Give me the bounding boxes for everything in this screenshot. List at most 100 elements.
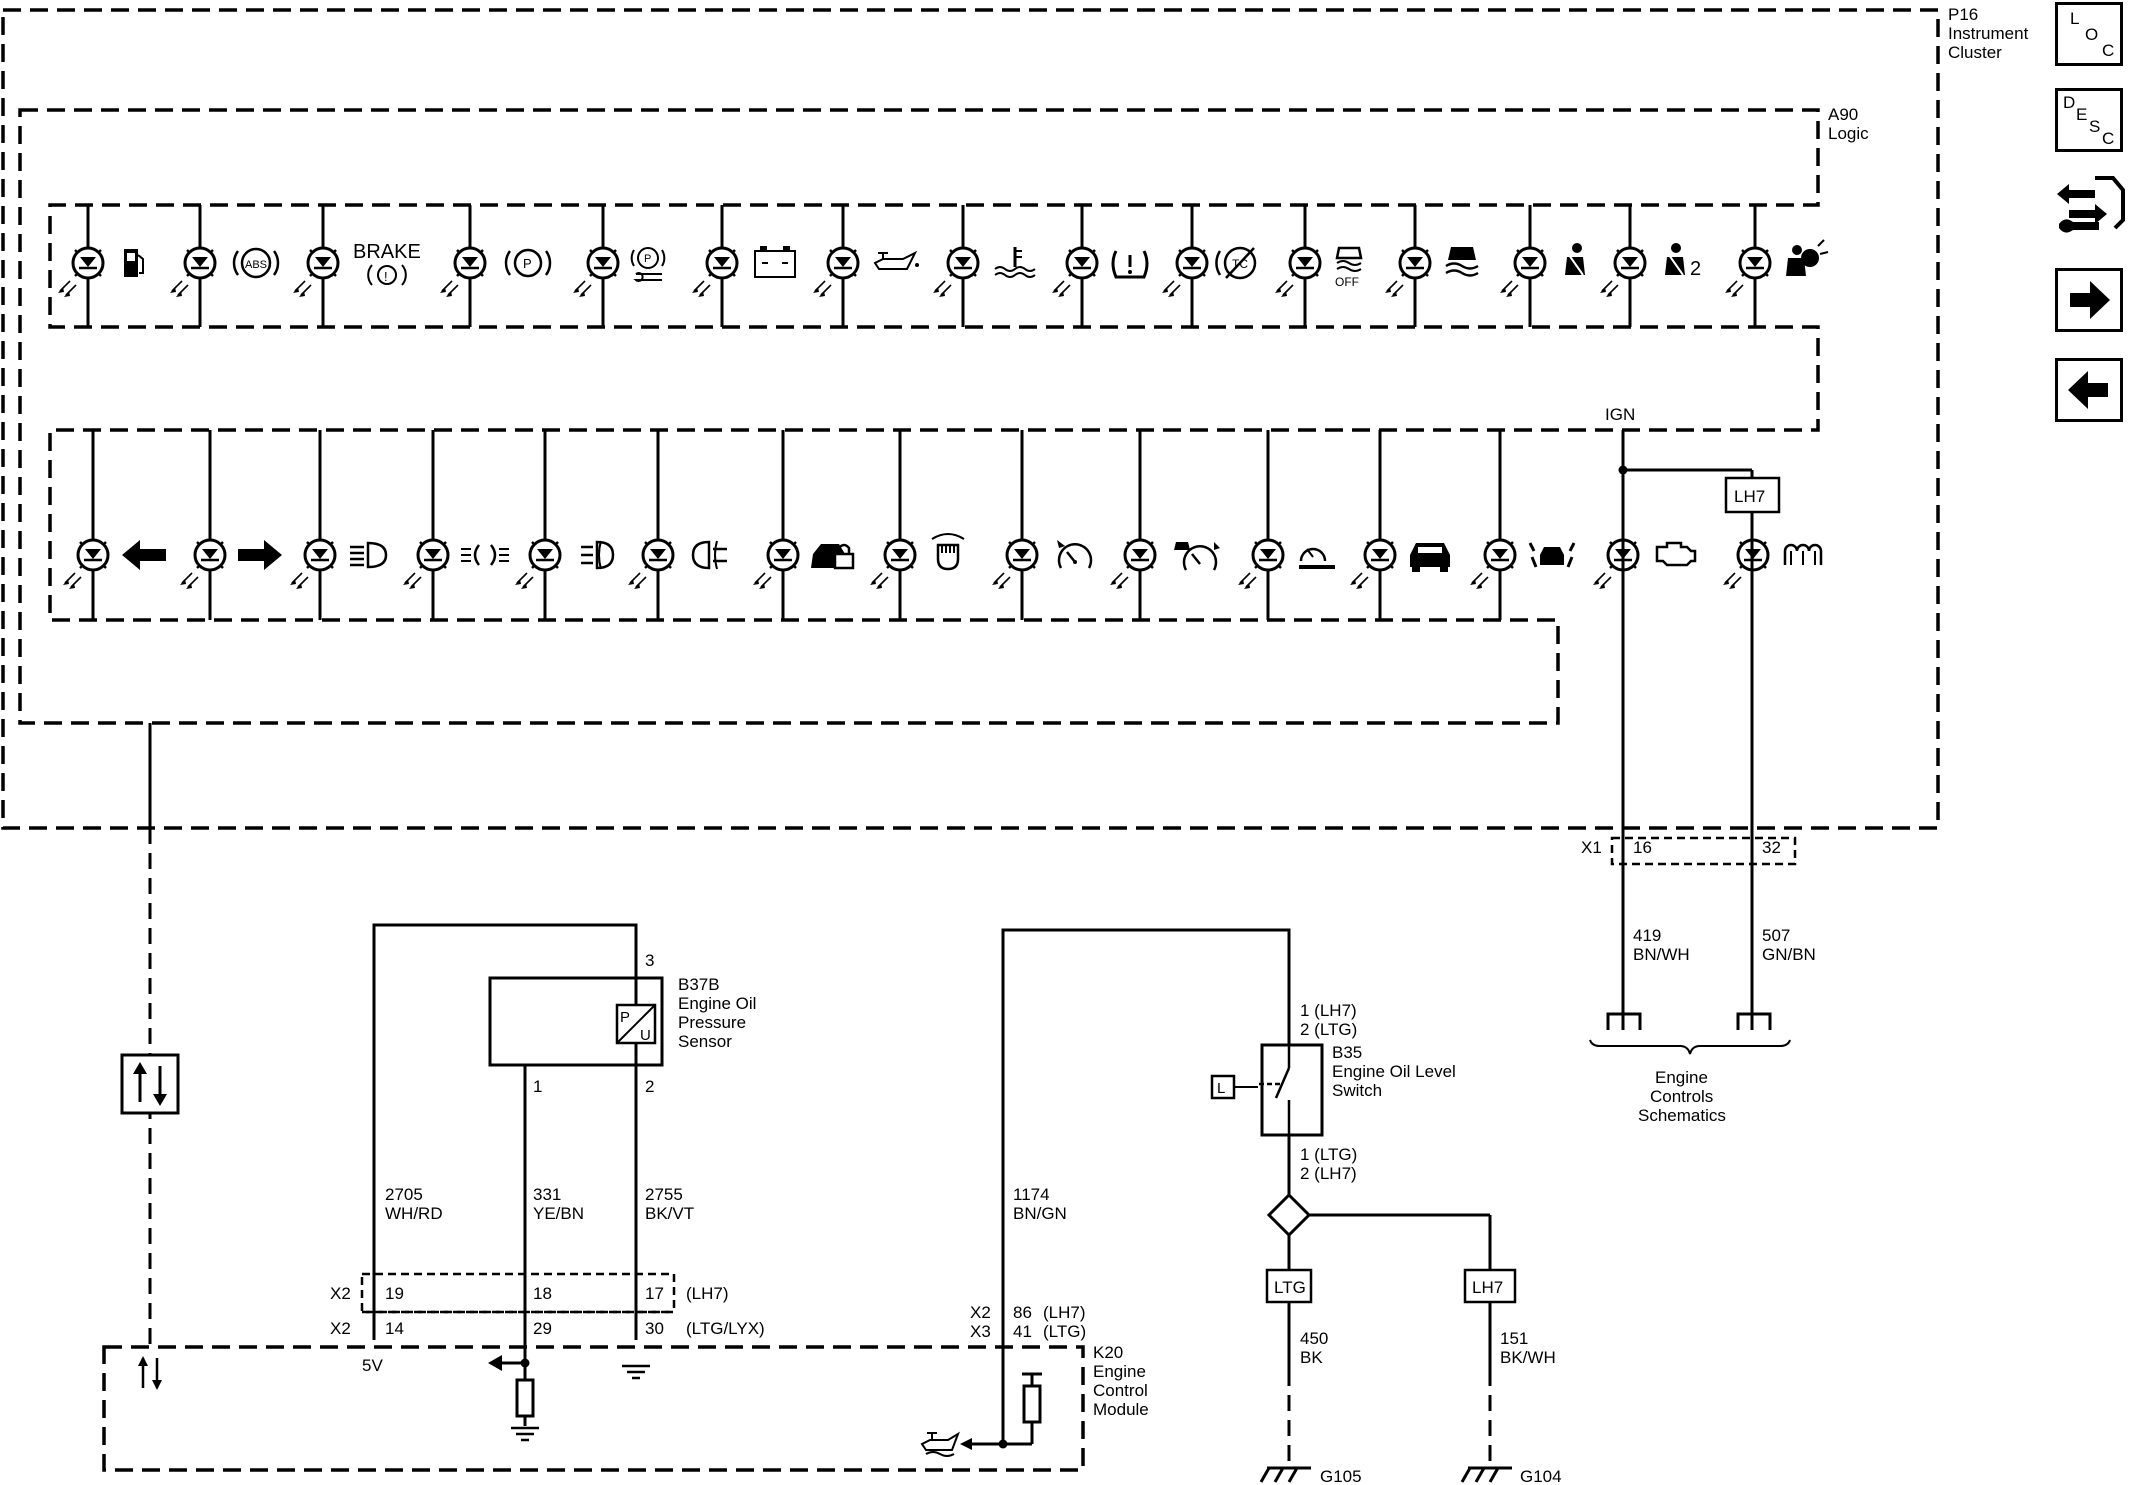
k20-x3-variant: (LTG) [1043,1322,1086,1341]
p16-name-line1: Instrument [1948,24,2029,43]
svg-text:TC: TC [1232,257,1248,271]
seatbelt-icon [1565,243,1585,276]
k20-name-line2: Control [1093,1381,1148,1400]
wire-419-circuit: 419 [1633,926,1661,945]
parking-lamp-icon [461,544,509,566]
b37b-name-line2: Pressure [678,1013,746,1032]
x2-top-variant: (LH7) [686,1284,729,1303]
location-button[interactable]: L O C [2055,2,2123,66]
a90-name: Logic [1828,124,1869,143]
rear-fog-icon [691,540,727,570]
svg-text:P: P [644,253,651,265]
lh7-ground-label: LH7 [1472,1278,1503,1297]
k20-ecm-frame [102,1345,1085,1472]
g104-ground-icon [1460,1466,1514,1484]
wire-507-circuit: 507 [1762,926,1790,945]
wire-1174-circuit: 1174 [1013,1185,1050,1204]
k20-x2-variant: (LH7) [1043,1303,1086,1322]
five-v-label: 5V [362,1356,383,1375]
previous-page-button[interactable] [2055,358,2123,422]
next-page-button[interactable] [2055,268,2123,332]
wire-419-color: BN/WH [1633,945,1690,964]
sensor-ground [509,1426,541,1442]
x2-bot-pin-29: 29 [533,1319,552,1338]
b35-name-line2: Switch [1332,1081,1382,1100]
k20-x2-pin: 86 [1013,1303,1032,1322]
engine-controls-line3: Schematics [1638,1106,1726,1125]
traction-off-label: OFF [1335,275,1359,289]
speed-limiter-icon [1299,547,1335,569]
svg-text:P: P [523,256,532,271]
x2-connector [360,1272,676,1314]
k20-serial-data-icon [138,1356,162,1390]
x1-label: X1 [1581,838,1602,857]
oil-level-icon [920,1431,960,1457]
b35-id: B35 [1332,1043,1362,1062]
fuel-icon [124,249,144,277]
wire-450-color: BK [1300,1348,1323,1367]
stability-icon [1445,247,1479,277]
connector-view-button[interactable] [2055,170,2125,240]
seatbelt-two-label: 2 [1690,258,1701,280]
oil-pressure-icon [873,250,919,270]
b37b-id: B37B [678,975,720,994]
lh7-ground-box [1463,1268,1517,1304]
b37b-name-line1: Engine Oil [678,994,756,1013]
x2-bot-variant: (LTG/LYX) [686,1319,765,1338]
g105-label: G105 [1320,1467,1362,1485]
b35-pin-bot-1: 1 (LTG) [1300,1145,1357,1164]
wire-2755-circuit: 2755 [645,1185,683,1204]
x2-bot-pin-30: 30 [645,1319,664,1338]
engine-controls-reference: Engine Controls Schematics [1589,1012,1791,1125]
engine-controls-line2: Controls [1650,1087,1713,1106]
lane-keep-icon [1528,542,1576,568]
g104-label: G104 [1520,1467,1562,1485]
serial-data-icon [120,1053,180,1115]
front-fog-icon [581,540,615,570]
b35-name-line1: Engine Oil Level [1332,1062,1456,1081]
x2-top-pin-19: 19 [385,1284,404,1303]
ground-wiring-dashed [1287,1370,1492,1467]
x1-pin-32: 32 [1762,838,1781,857]
turn-left-icon [122,540,166,570]
k20-x3-pin: 41 [1013,1322,1032,1341]
svg-text:!: ! [384,269,388,284]
p16-name-line2: Cluster [1948,43,2002,62]
desc-letter-d: D [2063,93,2076,112]
loc-letter-c: C [2102,41,2115,60]
loc-letter-o: O [2085,25,2099,44]
cruise-icon [1057,540,1093,569]
ign-feed [1621,430,1754,1030]
ltg-option-box [1265,1268,1313,1304]
svg-text:L: L [1217,1080,1225,1097]
x1-connector [1610,836,1797,866]
a90-id: A90 [1828,105,1858,124]
description-button[interactable]: D E S C [2055,88,2123,152]
svg-text:ABS: ABS [245,259,267,271]
x2-top-label: X2 [330,1284,351,1303]
option-splice-diamond [1266,1192,1312,1238]
wire-2755-color: BK/VT [645,1204,694,1223]
connector-tool-icon [2057,176,2125,233]
park-brake-icon: P [504,248,552,278]
lh7-option-box [1724,476,1781,514]
x2-top-pin-18: 18 [533,1284,552,1303]
wire-2705-color: WH/RD [385,1204,443,1223]
low-ref-ground [620,1364,652,1380]
battery-icon [754,246,796,278]
switch-contact [1258,1045,1291,1135]
k20-x3-label: X3 [970,1322,991,1341]
x2-bot-pin-14: 14 [385,1319,404,1338]
x2-bot-label: X2 [330,1319,351,1338]
oil-pressure-input [500,1361,535,1426]
k20-x2-label: X2 [970,1303,991,1322]
a90-label: A90 Logic [1828,105,1869,143]
svg-text:U: U [640,1027,651,1044]
wire-2705-circuit: 2705 [385,1185,423,1204]
seatbelt-2-icon: 2 [1665,243,1701,280]
wire-331-color: YE/BN [533,1204,584,1223]
adaptive-cruise-icon [1174,542,1220,571]
row2-bulb-wires [91,430,1502,620]
coolant-temp-icon [994,247,1036,278]
g105-ground-icon [1259,1466,1313,1484]
